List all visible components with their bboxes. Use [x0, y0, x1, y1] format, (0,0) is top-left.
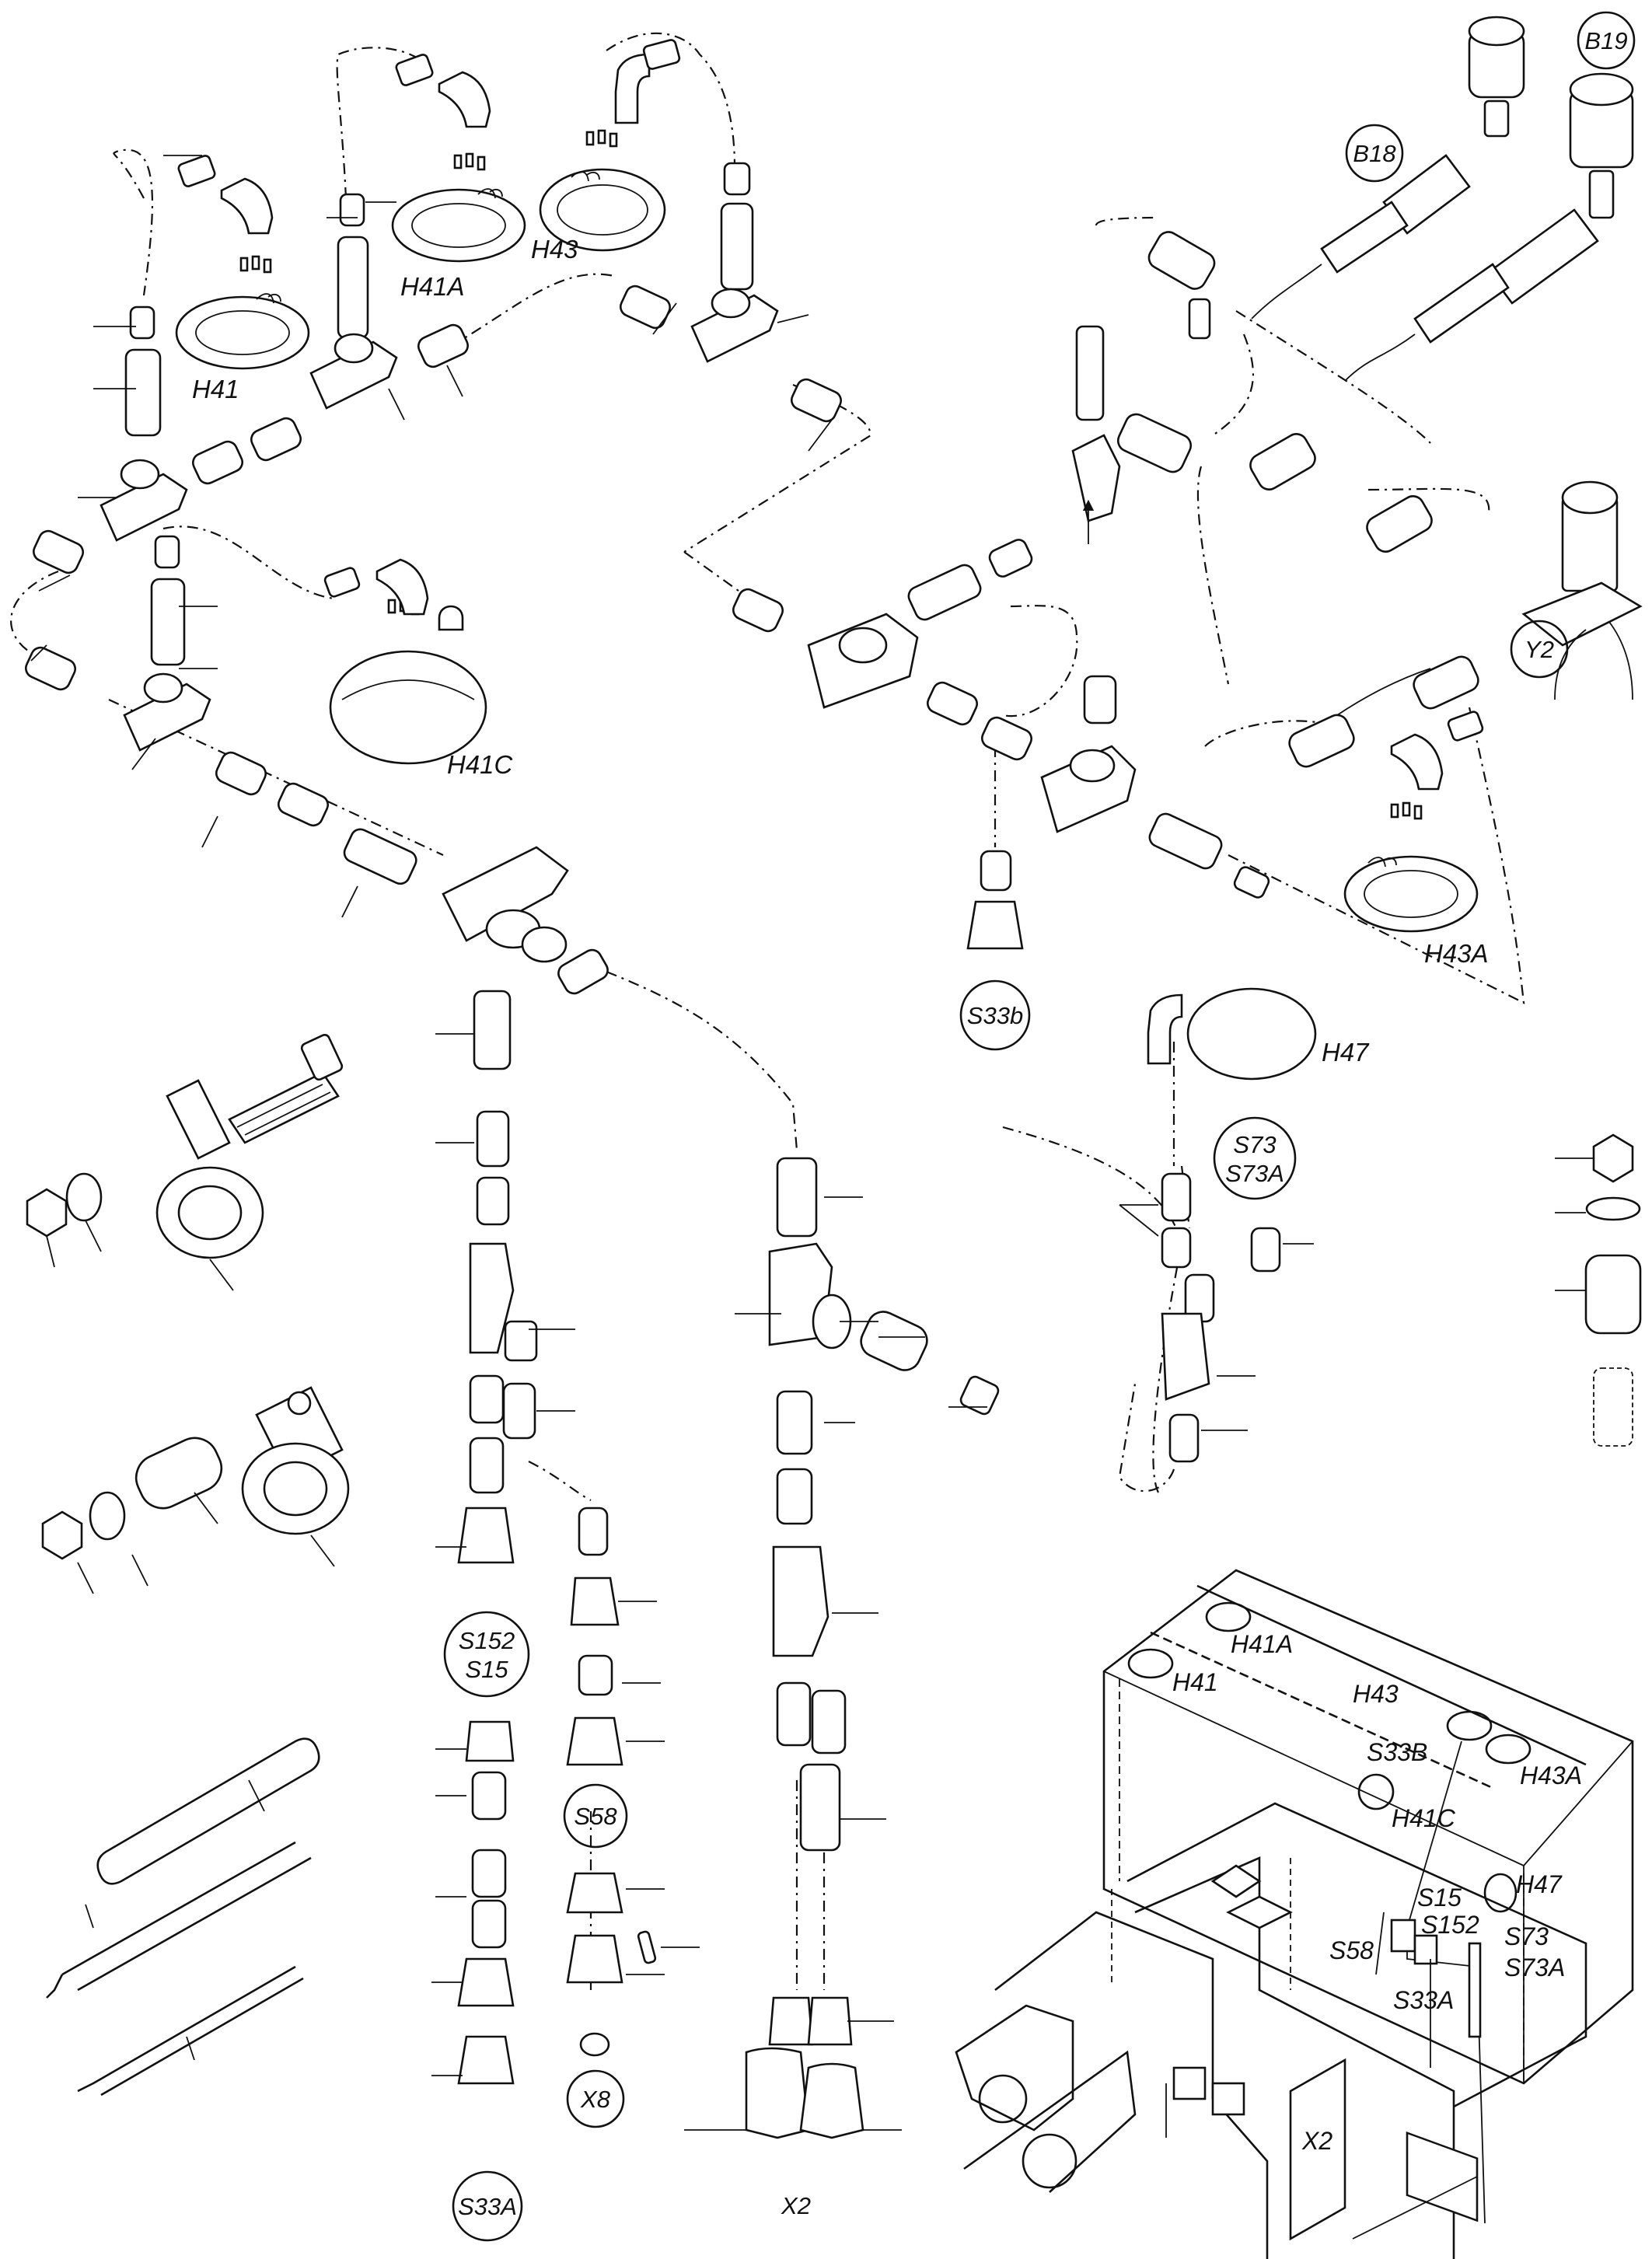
lamp-h43-icon [539, 168, 666, 252]
iso-label-h47: H47 [1516, 1870, 1563, 1898]
iso-label-s73: S73 [1504, 1922, 1549, 1950]
label-b18: B18 [1353, 140, 1396, 167]
tee-junction [100, 288, 779, 752]
label-b19: B19 [1584, 27, 1627, 54]
iso-label-s33b: S33B [1367, 1738, 1427, 1766]
iso-label-h41: H41 [1172, 1668, 1218, 1696]
label-s33a: S33A [458, 2193, 517, 2220]
label-h43: H43 [531, 235, 578, 264]
vertical-connector [124, 162, 754, 666]
lock-washer-icon-2 [89, 1491, 126, 1541]
tubing-parts [46, 1737, 320, 2097]
stack-x2 [684, 1157, 1000, 2139]
stack-s33a [431, 990, 575, 2085]
iso-label-s15: S15 [1417, 1884, 1462, 1912]
lamp-h43a-icon [1343, 855, 1479, 933]
center-tee-junction [442, 846, 569, 963]
iso-label-s58: S58 [1329, 1936, 1374, 1964]
lamp-h41c-icon [329, 650, 487, 765]
iso-label-x2: X2 [1301, 2127, 1332, 2155]
wire-sleeve-2 [77, 1965, 304, 2097]
machine-overview [955, 1569, 1634, 2259]
lamp-h41a-icon [391, 188, 526, 263]
label-x8: X8 [580, 2086, 611, 2113]
protective-tube-icon [96, 1737, 320, 1885]
label-y2: Y2 [1525, 636, 1554, 663]
label-x2: X2 [781, 2192, 811, 2219]
lock-washer-icon [65, 1172, 103, 1222]
sensor-b19-icon [1344, 72, 1634, 382]
nut-icon [26, 1188, 68, 1238]
iso-label-s33a: S33A [1393, 1986, 1454, 2014]
connector-cluster-top-left [25, 39, 842, 995]
circled-labels: B18 B19 Y2 S33b S73 S73A S152 S15 S58 X8… [443, 11, 1636, 2242]
iso-label-h41c: H41C [1392, 1804, 1456, 1832]
clamp-hardware-upper [26, 1033, 344, 1291]
label-s73: S73 [1233, 1131, 1276, 1158]
lamp-h41-icon [175, 295, 310, 370]
lamp-h47-icon [1186, 987, 1317, 1081]
machine-labels: H41A H41 H43 S33B H43A H41C S15 S152 H47… [1172, 1630, 1582, 2155]
nut-icon-2 [41, 1510, 83, 1560]
inline-sleeve [25, 285, 842, 995]
stack-s58 [566, 1507, 700, 2057]
label-h41: H41 [192, 375, 239, 403]
sensor-b18-icon [1251, 16, 1525, 319]
iso-label-s73a: S73A [1504, 1953, 1565, 1981]
iso-label-h43a: H43A [1520, 1761, 1582, 1789]
pin-set [239, 129, 618, 616]
label-s73a: S73A [1225, 1160, 1284, 1187]
leader-lines [30, 155, 833, 918]
tee-upper-right [1071, 434, 1121, 522]
label-h43a: H43A [1424, 939, 1489, 968]
clamp-hardware-lower [41, 1386, 350, 1594]
label-h47: H47 [1322, 1038, 1370, 1067]
iso-label-h43: H43 [1353, 1680, 1399, 1708]
label-s15: S15 [465, 1656, 508, 1683]
label-s33b: S33b [967, 1002, 1023, 1029]
wire-sleeve-1 [46, 1841, 312, 1999]
label-s152: S152 [459, 1627, 515, 1654]
connector-cluster-right [732, 16, 1643, 1463]
label-h41a: H41A [400, 272, 465, 301]
part-labels: H41 H41A H43 H41C H43A H47 [192, 235, 1489, 1067]
harness-routes [10, 32, 1525, 1990]
label-s58: S58 [574, 1803, 617, 1830]
elbow-connector [177, 39, 681, 235]
label-h41c: H41C [447, 750, 514, 779]
iso-label-s152: S152 [1421, 1911, 1479, 1939]
iso-label-h41a: H41A [1231, 1630, 1293, 1658]
